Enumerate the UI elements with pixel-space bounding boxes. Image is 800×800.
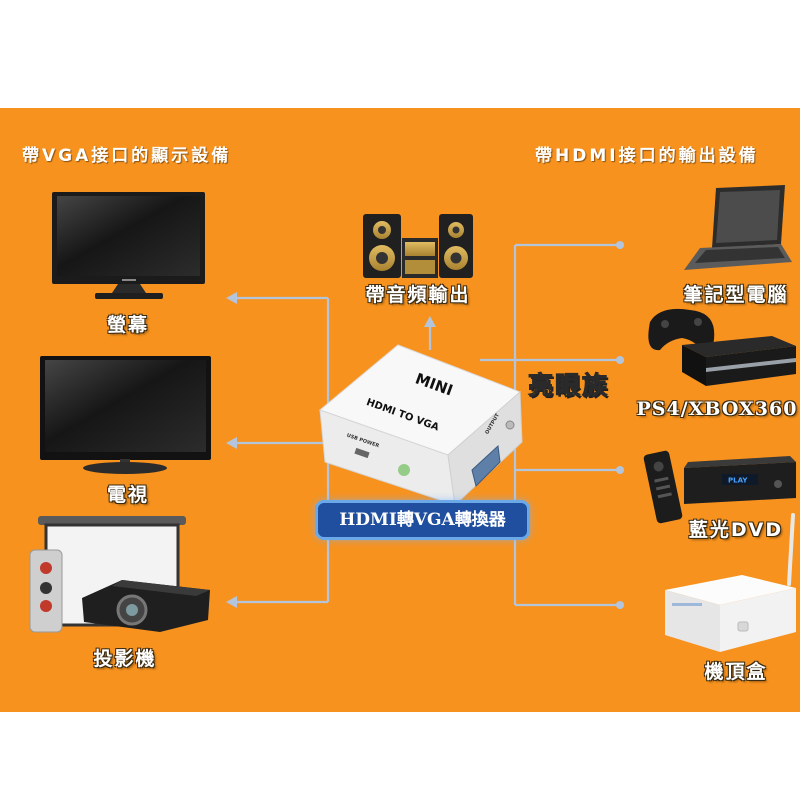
dvd-display-text: PLAY xyxy=(728,477,748,485)
dvd-player-icon: PLAY xyxy=(643,450,796,524)
game-console-icon xyxy=(648,308,796,386)
set-top-box-icon xyxy=(665,513,796,652)
monitor-icon xyxy=(52,192,205,299)
laptop-icon xyxy=(684,185,792,270)
hdmi-vga-converter-device: MINI HDMI TO VGA USB POWER OUTPUT xyxy=(319,344,523,507)
tv-label: 電視 xyxy=(106,484,149,506)
laptop-label: 筆記型電腦 xyxy=(683,284,789,306)
sources-heading: 帶HDMI接口的輸出設備 xyxy=(535,146,759,166)
tv-icon xyxy=(40,356,211,474)
speaker-icon xyxy=(363,214,473,278)
displays-heading: 帶VGA接口的顯示設備 xyxy=(22,146,232,166)
dvd-player-label: 藍光DVD xyxy=(688,519,784,541)
converter-label: HDMI轉VGA轉換器 xyxy=(339,510,506,530)
set-top-box-label: 機頂盒 xyxy=(704,661,768,683)
game-console-label: PS4/XBOX360 xyxy=(636,398,798,420)
audio-output-label: 帶音頻輸出 xyxy=(365,284,471,306)
monitor-label: 螢幕 xyxy=(106,314,149,336)
projector-label: 投影機 xyxy=(93,648,157,670)
converter-label-box: HDMI轉VGA轉換器 xyxy=(315,500,530,540)
brand-text: 亮眼族 xyxy=(527,371,610,401)
projector-icon xyxy=(29,516,210,633)
